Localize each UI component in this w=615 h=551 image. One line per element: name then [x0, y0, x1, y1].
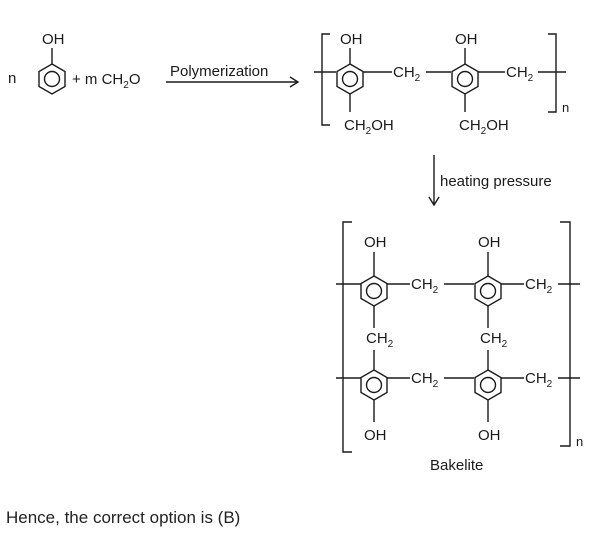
- polymerization-arrowhead: [289, 76, 300, 88]
- polymer1-ch2oh-right: CH2OH: [459, 117, 509, 137]
- polymer1-ch2-bridge-2: CH2: [506, 64, 534, 84]
- bakelite-ch2-bot-1: CH2: [411, 370, 439, 390]
- bakelite-ch2-mid-left: CH2: [366, 330, 394, 350]
- polymer1-right-bracket: [548, 33, 557, 113]
- polymer1-repeat-n: n: [562, 100, 569, 115]
- bakelite-ch2-top-2: CH2: [525, 276, 553, 296]
- bakelite-right-bracket: [560, 221, 571, 447]
- heating-pressure-label: heating pressure: [440, 173, 552, 190]
- bakelite-ch2-bot-2: CH2: [525, 370, 553, 390]
- formaldehyde-term: + m CH2O: [72, 71, 141, 91]
- heating-arrowhead: [428, 196, 440, 207]
- bakelite-ring-top-left: [360, 275, 388, 307]
- reaction-scheme: n OH + m CH2O Polymerization n OH CH2OH …: [8, 31, 583, 474]
- bakelite-oh-top-right: OH: [478, 234, 501, 251]
- polymerization-label: Polymerization: [170, 63, 268, 80]
- polymer1-oh-left: OH: [340, 31, 363, 48]
- bakelite-ch2-mid-right: CH2: [480, 330, 508, 350]
- bakelite-ring-bottom-left: [360, 369, 388, 401]
- polymer1-oh-right: OH: [455, 31, 478, 48]
- conclusion-text: Hence, the correct option is (B): [6, 508, 241, 527]
- phenol-oh-label: OH: [42, 31, 65, 48]
- polymer1-ring-left: [336, 63, 364, 95]
- bakelite-repeat-n: n: [576, 434, 583, 449]
- polymer1-left-bracket: [321, 33, 330, 126]
- phenol-ring: [38, 63, 66, 95]
- reactant-coefficient: n: [8, 70, 16, 87]
- bakelite-left-bracket: [342, 221, 352, 453]
- bakelite-oh-bottom-right: OH: [478, 427, 501, 444]
- polymer1-ch2-bridge-1: CH2: [393, 64, 421, 84]
- bakelite-oh-top-left: OH: [364, 234, 387, 251]
- bakelite-oh-bottom-left: OH: [364, 427, 387, 444]
- polymer1-ring-right: [451, 63, 479, 95]
- bakelite-ring-bottom-right: [474, 369, 502, 401]
- bakelite-ch2-top-1: CH2: [411, 276, 439, 296]
- bakelite-ring-top-right: [474, 275, 502, 307]
- bakelite-product-name: Bakelite: [430, 457, 483, 474]
- polymer1-ch2oh-left: CH2OH: [344, 117, 394, 137]
